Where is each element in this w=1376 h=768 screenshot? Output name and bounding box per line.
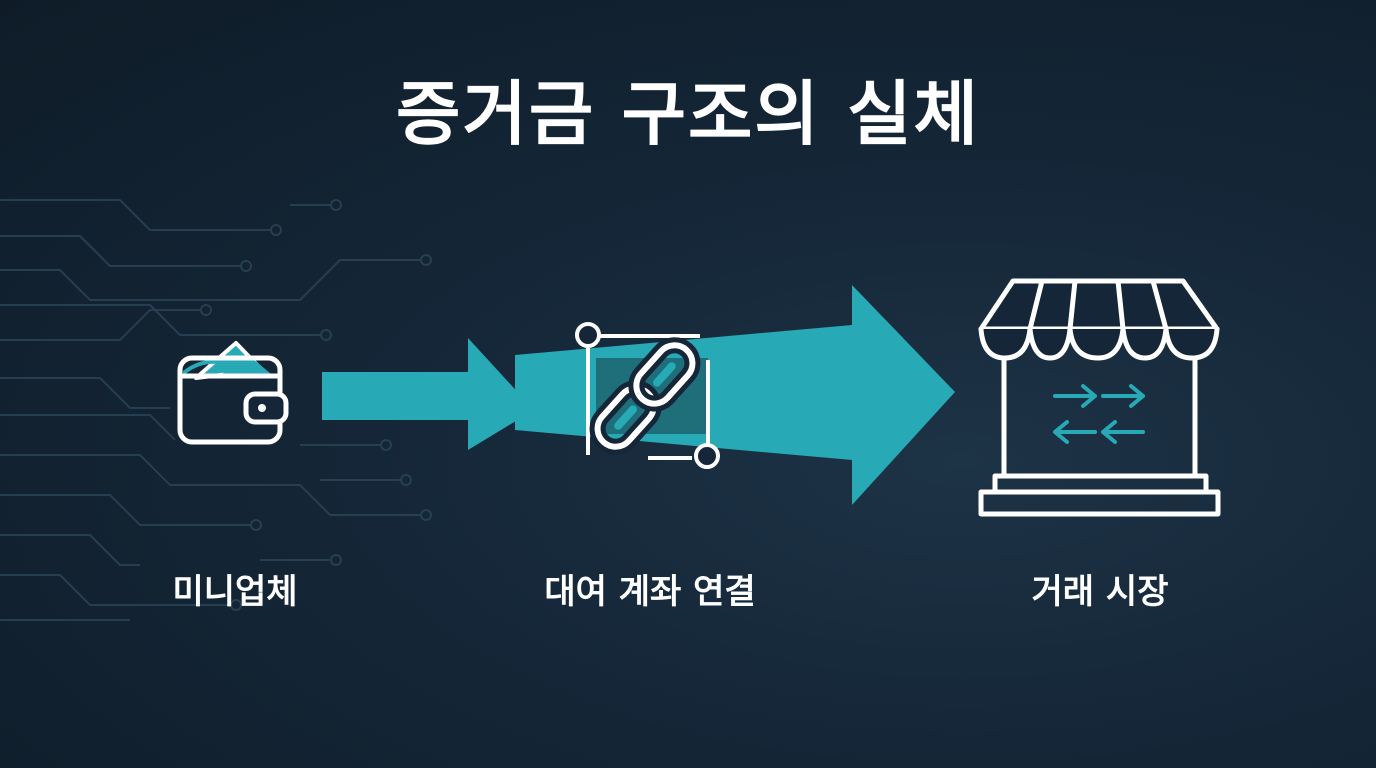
storefront-icon (978, 278, 1221, 517)
small-flow-arrow (322, 338, 534, 450)
large-flow-arrow (515, 285, 955, 505)
step-label-link: 대여 계좌 연결 (544, 572, 756, 612)
chain-link-icon (575, 322, 720, 469)
page-title: 증거금 구조의 실체 (396, 73, 980, 155)
step-label-wallet: 미니업체 (172, 572, 298, 612)
step-label-market: 거래 시장 (1031, 572, 1169, 612)
wallet-icon (177, 341, 289, 445)
exchange-arrows-icon (1053, 384, 1145, 444)
circuit-pattern (0, 199, 432, 621)
